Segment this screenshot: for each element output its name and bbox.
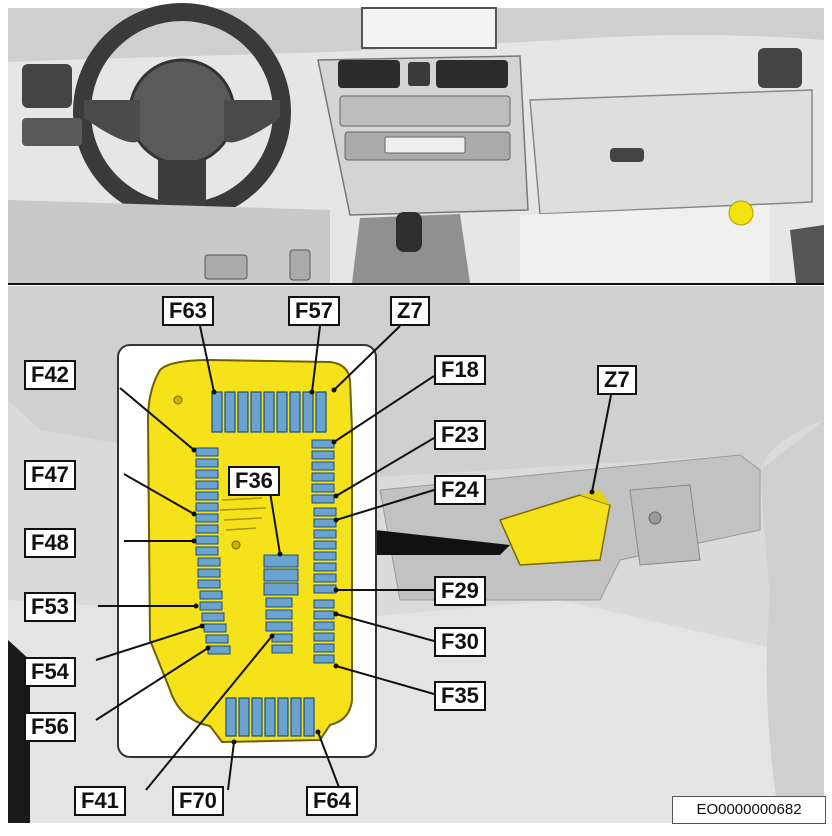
label-f23: F23: [434, 420, 486, 450]
label-f35: F35: [434, 681, 486, 711]
label-f36: F36: [228, 466, 280, 496]
label-f57: F57: [288, 296, 340, 326]
document-id: EO0000000682: [672, 796, 826, 824]
dashboard-panel: [8, 3, 824, 283]
label-f56: F56: [24, 712, 76, 742]
label-f64: F64: [306, 786, 358, 816]
bottom-fuse-row: [225, 697, 315, 737]
right-fuse-column: [311, 439, 337, 664]
label-f18: F18: [434, 355, 486, 385]
label-z7-box: Z7: [390, 296, 430, 326]
label-f47: F47: [24, 460, 76, 490]
label-f70: F70: [172, 786, 224, 816]
label-f63: F63: [162, 296, 214, 326]
top-fuse-row: [211, 391, 327, 433]
fuse-box-location-dot: [728, 200, 754, 226]
label-f42: F42: [24, 360, 76, 390]
label-f53: F53: [24, 592, 76, 622]
leader-lines: [95, 325, 613, 791]
detail-panel: [8, 286, 824, 823]
label-f29: F29: [434, 576, 486, 606]
center-fuse-block: [263, 554, 299, 654]
label-z7-mount: Z7: [597, 365, 637, 395]
label-f41: F41: [74, 786, 126, 816]
label-f30: F30: [434, 627, 486, 657]
label-f54: F54: [24, 657, 76, 687]
left-fuse-column: [195, 447, 231, 655]
label-f24: F24: [434, 475, 486, 505]
label-f48: F48: [24, 528, 76, 558]
